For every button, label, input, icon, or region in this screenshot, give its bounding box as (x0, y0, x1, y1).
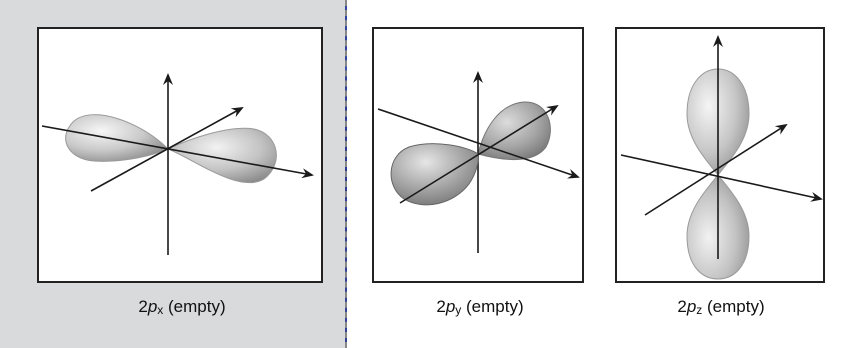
px-orbital-diagram (41, 73, 314, 255)
py-orbital-frame (372, 27, 584, 283)
pz-caption: 2pz (empty) (677, 297, 765, 317)
pz-horizontal-axis (620, 154, 823, 202)
px-depth-axis (90, 107, 244, 192)
px-horizontal-axis (41, 125, 314, 179)
pz-depth-axis (644, 123, 788, 216)
py-lobe-front (390, 143, 479, 206)
px-caption: 2px (empty) (138, 297, 226, 317)
px-lobe-right (166, 127, 277, 184)
pz-orbital-frame (615, 27, 825, 283)
py-caption: 2py (empty) (436, 297, 524, 317)
py-lobe-back (477, 101, 551, 161)
dashed-divider (345, 0, 347, 348)
py-horizontal-axis (377, 108, 580, 179)
pz-orbital-diagram (620, 35, 823, 280)
py-depth-axis (399, 104, 559, 204)
py-orbital-diagram (377, 71, 580, 253)
px-orbital-frame (37, 27, 323, 283)
px-lobe-left (65, 114, 169, 162)
